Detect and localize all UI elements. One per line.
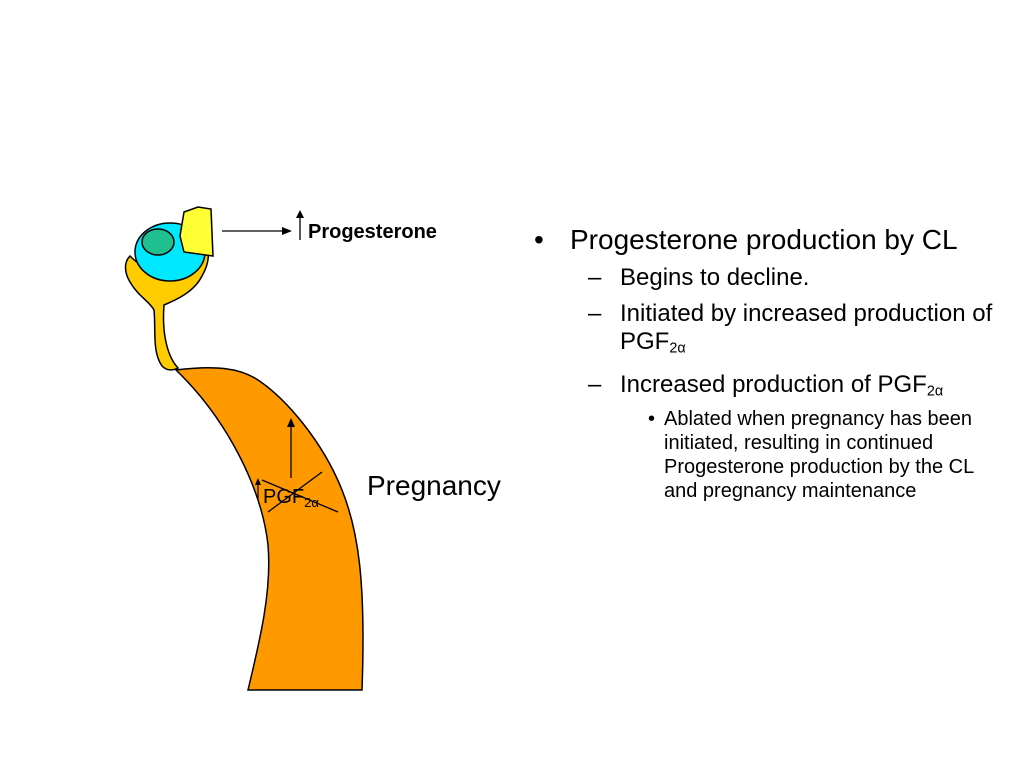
third-level-text: Ablated when pregnancy has been initiate… bbox=[664, 408, 974, 503]
sub-bullet-1: – Begins to decline. bbox=[576, 264, 1000, 292]
dash-mark: – bbox=[588, 370, 602, 398]
sub-bullet-2-subscript: 2α bbox=[669, 340, 686, 357]
increase-arrowhead bbox=[296, 210, 304, 218]
dash-mark: – bbox=[588, 264, 602, 291]
pgf-base: PGF bbox=[263, 486, 304, 508]
bullet-level1: • Progesterone production by CL – Begins… bbox=[530, 224, 1000, 503]
third-level-bullet: • Ablated when pregnancy has been initia… bbox=[576, 407, 1000, 503]
bullet-mark: • bbox=[534, 224, 544, 255]
third-level-list: • Ablated when pregnancy has been initia… bbox=[620, 407, 1000, 503]
sub-bullet-2-text: Initiated by increased production of PGF bbox=[620, 300, 993, 355]
pgf-increase-arrowhead bbox=[255, 478, 261, 485]
sub-bullet-3-text: Increased production of PGF bbox=[620, 370, 927, 398]
sub-bullet-3: – Increased production of PGF2α • Ablate… bbox=[576, 371, 1000, 504]
uterine-horn bbox=[174, 366, 364, 691]
ablation-cross-line-1 bbox=[261, 479, 339, 513]
corpus-luteum bbox=[179, 206, 214, 257]
sub-bullet-list: – Begins to decline. – Initiated by incr… bbox=[570, 264, 1000, 503]
pregnancy-label: Pregnancy bbox=[367, 470, 501, 501]
bullet-level1-text: Progesterone production by CL bbox=[570, 224, 958, 255]
sub-bullet-1-text: Begins to decline. bbox=[620, 264, 810, 291]
progesterone-label: Progesterone bbox=[308, 221, 437, 243]
sub-bullet-2: – Initiated by increased production of P… bbox=[576, 300, 1000, 363]
bullet-list: • Progesterone production by CL – Begins… bbox=[530, 224, 1000, 511]
ablation-cross-line-2 bbox=[267, 471, 323, 513]
cell-nucleus bbox=[141, 228, 175, 256]
pgf-release-arrowhead bbox=[287, 418, 295, 427]
bullet-mark: • bbox=[648, 408, 656, 431]
dash-mark: – bbox=[588, 300, 602, 327]
sub-bullet-3-subscript: 2α bbox=[926, 383, 944, 400]
secretion-arrowhead bbox=[282, 227, 292, 235]
